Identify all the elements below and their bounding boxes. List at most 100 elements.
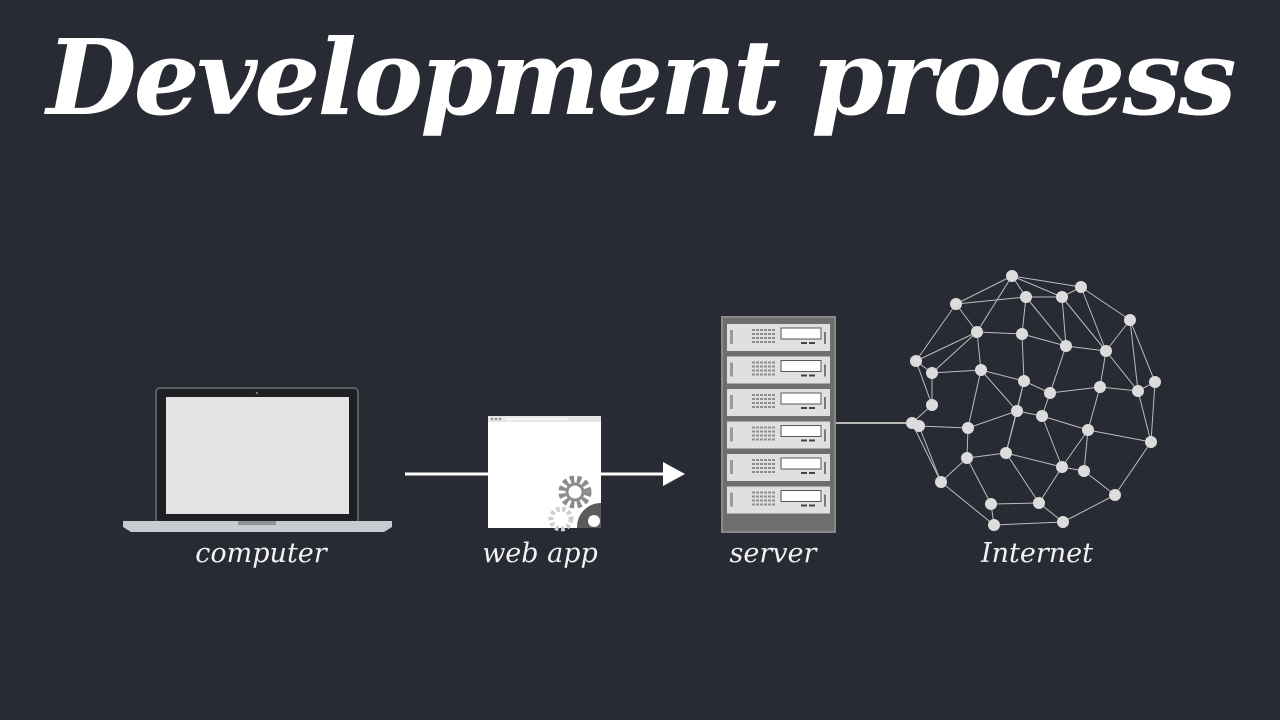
server-unit: [727, 356, 830, 384]
network-link: [1062, 494, 1116, 523]
network-link: [967, 410, 1018, 429]
network-link: [931, 331, 978, 374]
network-link: [1041, 415, 1063, 468]
network-link: [1005, 452, 1063, 468]
network-node: [985, 498, 997, 510]
arrow-head-icon: [663, 462, 685, 486]
gears-icon: [548, 475, 601, 532]
network-link: [915, 303, 957, 362]
network-link: [931, 369, 982, 374]
server-unit: [727, 486, 830, 514]
network-link: [955, 296, 1027, 305]
label-computer: computer: [195, 538, 327, 569]
network-link: [1105, 319, 1131, 352]
network-link: [1005, 380, 1025, 454]
network-link: [1061, 296, 1107, 352]
network-link: [940, 481, 995, 526]
network-node: [1057, 516, 1069, 528]
network-link: [976, 331, 1023, 335]
network-node: [1020, 291, 1032, 303]
network-node: [1056, 461, 1068, 473]
network-node: [1145, 436, 1157, 448]
network-link: [915, 360, 933, 406]
network-link: [1065, 345, 1107, 352]
network-link: [1099, 350, 1107, 388]
network-node: [913, 420, 925, 432]
network-link: [1150, 381, 1156, 443]
laptop-icon: [123, 387, 392, 532]
network-link: [966, 452, 1007, 459]
network-link: [1087, 386, 1101, 431]
network-link: [1021, 333, 1067, 347]
web-app-window-icon: [488, 416, 601, 532]
network-link: [1105, 350, 1139, 392]
network-link: [1129, 319, 1139, 392]
label-web-app: web app: [482, 538, 598, 569]
network-node: [961, 452, 973, 464]
network-link: [1011, 275, 1082, 288]
server-unit: [727, 324, 830, 351]
network-node: [1006, 270, 1018, 282]
network-link: [918, 425, 942, 483]
network-node: [1124, 314, 1136, 326]
network-link: [990, 502, 1040, 505]
network-node: [1011, 405, 1023, 417]
network-node: [962, 422, 974, 434]
network-link: [980, 369, 1025, 382]
network-node: [1094, 381, 1106, 393]
network-node: [926, 399, 938, 411]
network-link: [1080, 286, 1107, 352]
server-unit: [727, 389, 830, 416]
network-node: [1016, 328, 1028, 340]
network-node: [950, 298, 962, 310]
network-node: [1044, 387, 1056, 399]
network-link: [967, 369, 982, 429]
network-link: [966, 457, 992, 505]
network-link: [918, 425, 969, 429]
network-link: [955, 275, 1013, 305]
network-link: [1061, 296, 1067, 347]
slide-title: Development process: [46, 16, 1236, 139]
network-link: [1137, 390, 1152, 443]
network-link: [1049, 345, 1067, 394]
network-link: [1049, 386, 1101, 394]
network-link: [1005, 452, 1040, 504]
network-link: [1080, 286, 1131, 321]
network-link: [911, 422, 942, 483]
network-node: [1078, 465, 1090, 477]
network-link: [1114, 441, 1152, 496]
network-link: [1099, 386, 1139, 392]
network-node: [1056, 291, 1068, 303]
network-link: [915, 331, 978, 362]
network-link: [1025, 296, 1067, 347]
network-node: [975, 364, 987, 376]
network-link: [980, 369, 1018, 412]
network-node: [1033, 497, 1045, 509]
network-link: [976, 331, 982, 371]
network-node: [1000, 447, 1012, 459]
server-unit: [727, 454, 830, 481]
network-node: [1109, 489, 1121, 501]
network-node: [1149, 376, 1161, 388]
network-globe-icon: [906, 270, 1161, 531]
network-node: [1060, 340, 1072, 352]
network-node: [1036, 410, 1048, 422]
network-node: [926, 367, 938, 379]
label-internet: Internet: [980, 538, 1093, 569]
network-node: [988, 519, 1000, 531]
network-link: [1021, 333, 1025, 382]
network-link: [1038, 466, 1063, 504]
network-node: [1082, 424, 1094, 436]
network-link: [1021, 296, 1027, 335]
network-node: [1075, 281, 1087, 293]
network-link: [1041, 415, 1089, 431]
network-node: [1018, 375, 1030, 387]
network-link: [1087, 429, 1152, 443]
network-node: [935, 476, 947, 488]
network-node: [1100, 345, 1112, 357]
network-node: [1132, 385, 1144, 397]
network-link: [1083, 470, 1116, 496]
network-link: [976, 275, 1013, 333]
